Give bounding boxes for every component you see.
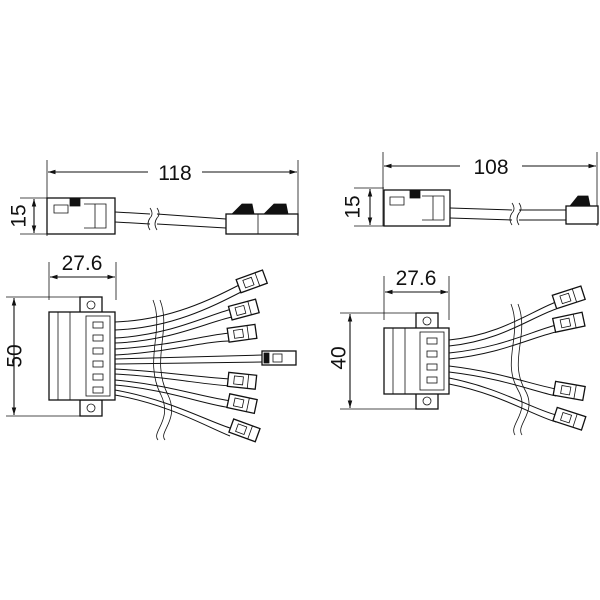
four-way-height-label-front: 40 — [328, 346, 351, 369]
six-way-side-view: 118 15 — [8, 160, 299, 236]
four-way-width-label: 27.6 — [396, 267, 437, 290]
six-way-front-view: 27.6 50 — [4, 252, 297, 443]
four-way-length-label: 108 — [473, 156, 508, 179]
four-way-height-label: 15 — [342, 195, 365, 218]
four-way-front-view: 27.6 40 — [328, 267, 587, 436]
six-way-width-label: 27.6 — [62, 252, 103, 275]
four-way-side-view: 108 15 — [342, 152, 599, 227]
six-way-length-label: 118 — [158, 162, 191, 185]
six-way-height-label-front: 50 — [4, 344, 27, 367]
six-way-height-label: 15 — [8, 204, 31, 227]
